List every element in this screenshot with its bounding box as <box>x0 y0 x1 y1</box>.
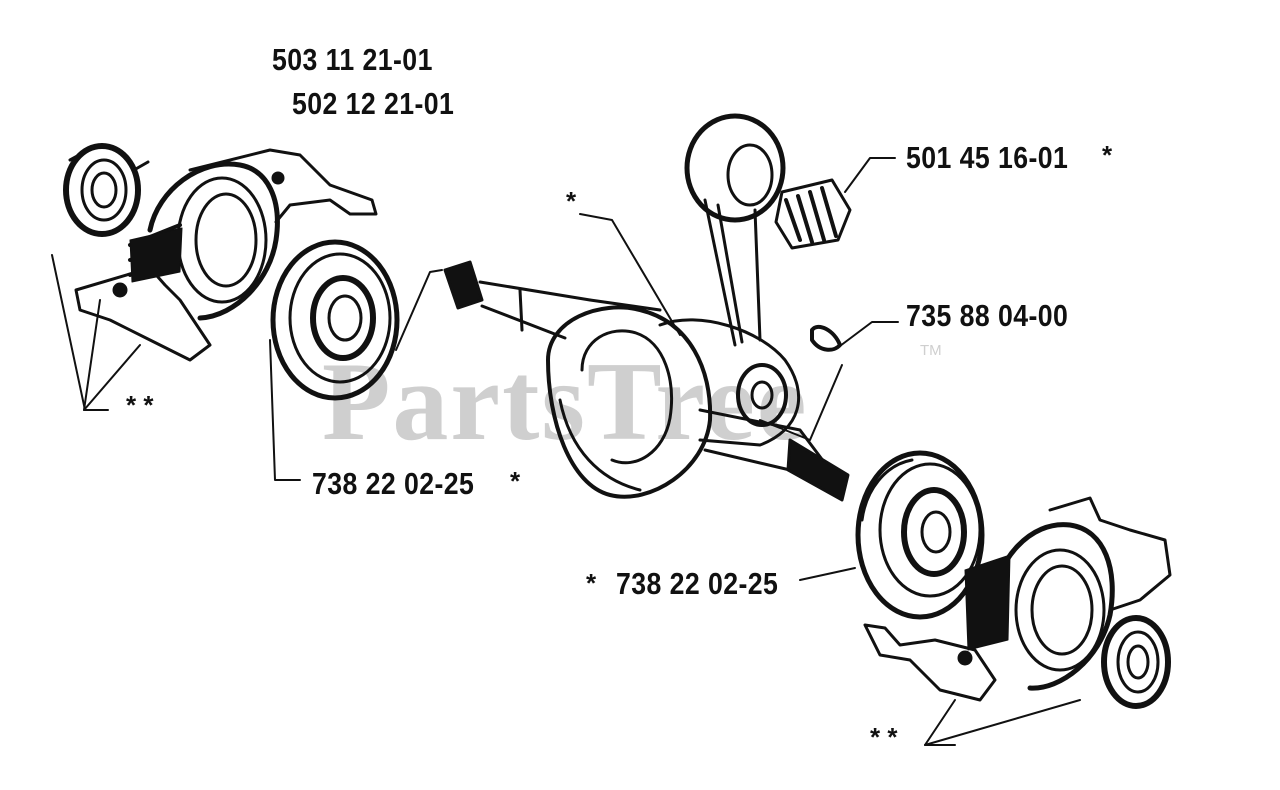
right-ball-bearing <box>858 453 982 617</box>
part-number-label: 735 88 04-00 <box>906 298 1069 333</box>
left-crankcase-housing <box>76 150 376 360</box>
double-asterisk-marker: * * <box>870 722 898 752</box>
double-asterisk-marker: * * <box>126 390 154 420</box>
leader-lines <box>52 158 1080 745</box>
connecting-rod <box>687 116 783 345</box>
woodruff-key <box>812 327 840 350</box>
asterisk-marker: * <box>1102 140 1113 170</box>
right-oil-seal <box>1104 618 1168 706</box>
part-number-label: 502 12 21-01 <box>292 86 455 121</box>
right-crankcase-housing <box>865 498 1170 700</box>
part-number-label: 738 22 02-25 <box>312 466 475 501</box>
asterisk-marker: * <box>586 568 597 598</box>
asterisk-marker: * <box>510 466 521 496</box>
needle-bearing <box>776 180 850 248</box>
crankshaft <box>445 262 848 500</box>
left-ball-bearing <box>273 242 397 398</box>
part-number-label: 501 45 16-01 <box>906 140 1069 175</box>
watermark-trademark: TM <box>920 342 942 359</box>
asterisk-marker: * <box>566 186 577 216</box>
left-oil-seal <box>66 146 148 234</box>
part-number-label: 738 22 02-25 <box>616 566 779 601</box>
part-number-label: 503 11 21-01 <box>272 42 433 77</box>
